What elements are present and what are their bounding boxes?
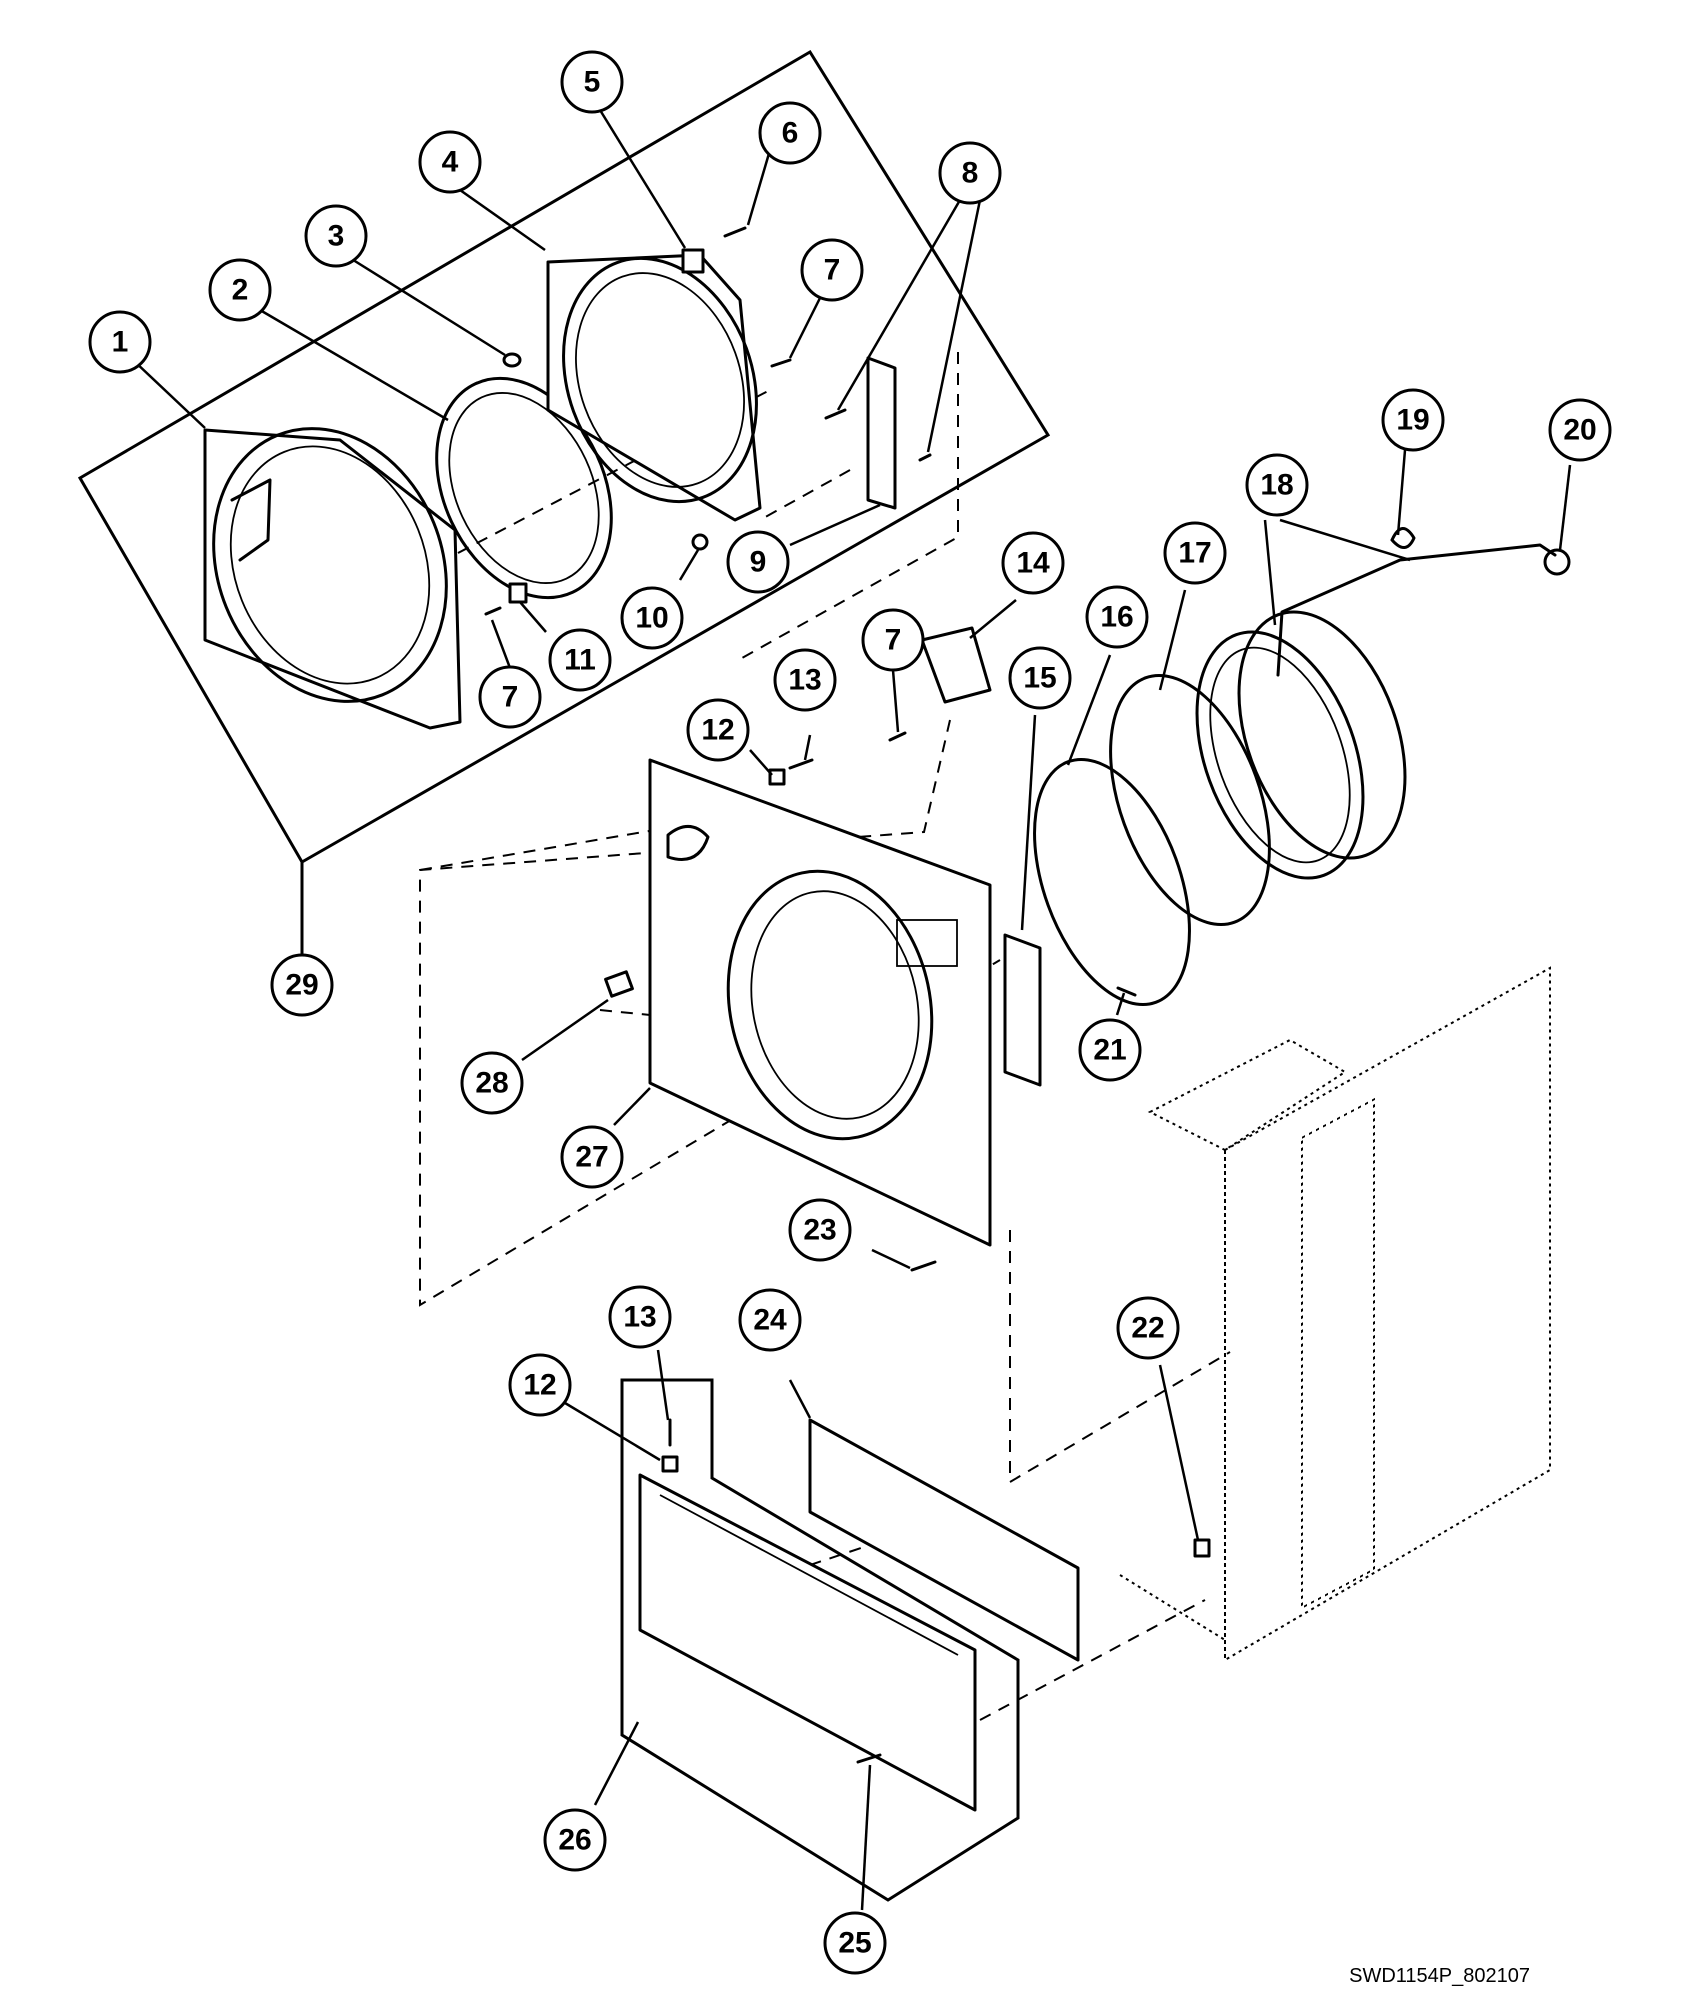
svg-text:11: 11 — [564, 644, 596, 677]
callout-3: 3 — [304, 204, 368, 268]
callout-13b: 13 — [608, 1285, 672, 1349]
callout-2: 2 — [208, 258, 272, 322]
gasket-strip-part — [1003, 933, 1042, 1087]
svg-text:18: 18 — [1260, 469, 1293, 502]
callout-9: 9 — [726, 530, 790, 594]
callout-17: 17 — [1163, 521, 1227, 585]
svg-text:27: 27 — [575, 1141, 608, 1174]
callout-5: 5 — [560, 50, 624, 114]
callout-8: 8 — [938, 141, 1002, 205]
svg-text:9: 9 — [750, 546, 767, 579]
inner-door-frame-part — [546, 253, 762, 522]
clamp-ring-17 — [1109, 674, 1271, 926]
callout-6: 6 — [758, 101, 822, 165]
callout-24: 24 — [738, 1288, 802, 1352]
svg-text:16: 16 — [1100, 601, 1133, 634]
svg-text:13: 13 — [623, 1301, 656, 1334]
callout-7a: 7 — [800, 238, 864, 302]
callout-27: 27 — [560, 1125, 624, 1189]
callout-23: 23 — [788, 1198, 852, 1262]
svg-text:7: 7 — [824, 254, 841, 287]
callout-16: 16 — [1085, 585, 1149, 649]
nut-part-lower — [661, 1455, 679, 1473]
svg-text:3: 3 — [328, 220, 345, 253]
svg-text:4: 4 — [442, 146, 459, 179]
callout-26: 26 — [543, 1808, 607, 1872]
callout-4: 4 — [418, 130, 482, 194]
svg-text:28: 28 — [475, 1067, 508, 1100]
svg-text:13: 13 — [788, 664, 821, 697]
switch-part — [604, 970, 634, 998]
callout-25: 25 — [823, 1911, 887, 1975]
door-bezel-part — [203, 427, 462, 730]
svg-text:15: 15 — [1023, 662, 1056, 695]
svg-text:8: 8 — [962, 157, 979, 190]
plug-part — [502, 352, 522, 368]
hose-clamp-19 — [1390, 527, 1416, 549]
screw-23 — [910, 1260, 937, 1272]
svg-text:26: 26 — [558, 1824, 591, 1857]
bolt-part-upper — [788, 758, 814, 770]
svg-text:10: 10 — [635, 602, 668, 635]
callout-15: 15 — [1008, 646, 1072, 710]
callout-22: 22 — [1116, 1296, 1180, 1360]
callout-10: 10 — [620, 586, 684, 650]
callout-11: 11 — [548, 628, 612, 692]
svg-text:6: 6 — [782, 117, 799, 150]
callout-13a: 13 — [773, 648, 837, 712]
callout-29: 29 — [270, 953, 334, 1017]
clip-part — [508, 582, 528, 604]
svg-text:22: 22 — [1131, 1312, 1164, 1345]
svg-text:21: 21 — [1093, 1034, 1126, 1067]
screw-25 — [856, 1753, 882, 1764]
callout-1: 1 — [88, 310, 152, 374]
callout-12a: 12 — [686, 698, 750, 762]
svg-text:1: 1 — [112, 326, 129, 359]
svg-text:5: 5 — [584, 66, 601, 99]
svg-text:17: 17 — [1178, 537, 1211, 570]
svg-text:12: 12 — [701, 714, 734, 747]
svg-text:20: 20 — [1563, 414, 1596, 447]
svg-text:23: 23 — [803, 1214, 836, 1247]
door-lock-part — [920, 626, 992, 704]
callout-19: 19 — [1381, 388, 1445, 452]
drawing-id-label: SWD1154P_802107 — [1349, 1965, 1530, 1987]
callout-12b: 12 — [508, 1353, 572, 1417]
lower-panel-part — [638, 1473, 977, 1812]
cabinet-part — [1119, 966, 1551, 1662]
callout-20: 20 — [1548, 398, 1612, 462]
door-catch-part — [681, 248, 705, 274]
svg-text:12: 12 — [523, 1369, 556, 1402]
callout-7c: 7 — [861, 608, 925, 672]
panel-insert-part — [808, 1418, 1080, 1662]
leader-lines — [132, 109, 1572, 1911]
callout-28: 28 — [460, 1051, 524, 1115]
svg-text:25: 25 — [838, 1927, 871, 1960]
door-boot-part — [1195, 543, 1557, 880]
nut-part-upper — [768, 768, 786, 786]
hose-clamp-20 — [1543, 548, 1571, 576]
svg-text:7: 7 — [502, 681, 519, 714]
svg-text:2: 2 — [232, 274, 249, 307]
callout-18: 18 — [1245, 453, 1309, 517]
ring-link-part — [1116, 986, 1137, 997]
door-assembly-bracket — [77, 49, 1051, 865]
screws — [484, 226, 932, 742]
callout-7b: 7 — [478, 665, 542, 729]
front-panel-part — [648, 758, 992, 1247]
svg-text:24: 24 — [753, 1304, 787, 1337]
svg-text:19: 19 — [1396, 404, 1429, 437]
lower-panel-bracket — [620, 1378, 1020, 1902]
svg-text:29: 29 — [285, 969, 318, 1002]
callout-21: 21 — [1078, 1018, 1142, 1082]
svg-text:7: 7 — [885, 624, 902, 657]
callout-14: 14 — [1001, 531, 1065, 595]
svg-text:14: 14 — [1016, 547, 1050, 580]
hinge-part — [866, 356, 897, 510]
